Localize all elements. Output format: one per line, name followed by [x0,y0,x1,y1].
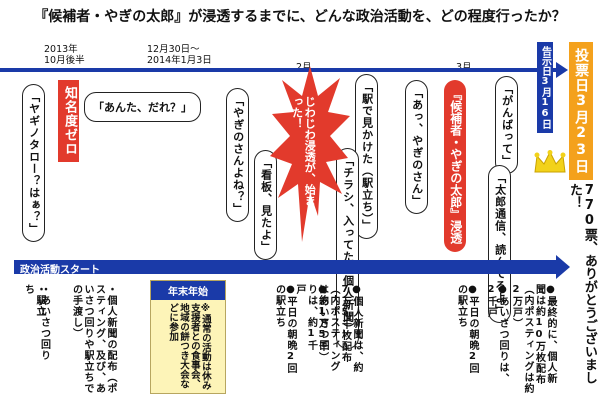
activity-greeting: ・あいさつ回り [38,284,50,361]
bubble-yaginotaro: 「ヤギノタロー？はぁ？」 [22,84,45,242]
awareness-zero-label: 知名度ゼロ [58,80,79,162]
date-mar: 3月 [456,62,472,73]
year-end-body: ※通常の活動は休み支援者との食事会、地域の餅つき大会などに参加 [167,303,211,390]
date-2013-year: 2013年 [44,44,78,55]
bubble-kanban: 「看板、見たよ」 [254,150,277,260]
date-2013-oct: 2013年 10月後半 [44,44,85,66]
activity-newsletter: ・個人新聞の配布（ポスティング、及び、あいさつ回りや駅立ちでの手渡し） [70,284,117,394]
activity-station: ・駅立ち [22,284,46,317]
bubble-aa-yagino: 「あっ、やぎのさん」 [405,80,428,214]
activity-station-final: ●平日の朝晩2回の駅立ち [455,284,479,374]
notice-date-label: 告示日3月16日 [537,42,553,133]
bubble-ganbatte: 「がんばって」 [495,76,518,174]
page-title: 『候補者・やぎの太郎』が浸透するまでに、どんな政治活動を、どの程度行ったか？ [34,9,566,25]
bubble-yagino-san: 「やぎのさんよね？」 [226,88,249,222]
votes-thanks: 770票、ありがとうございました！ [566,183,597,384]
activity-newsletter-final: ●最終的に、個人新聞は約10万枚配布（内ポスティングは約2万戸） [510,284,557,394]
date-newyear-end: 2014年1月3日 [147,55,212,66]
date-newyear: 12月30日～ 2014年1月3日 [147,44,212,66]
top-timeline-arrowhead [556,62,568,78]
activity-greeting-feb: ●あいさつ回りは、約1千戸 [294,284,328,351]
top-timeline [0,68,560,72]
activity-newsletter-feb: ●個人新聞は、約7万5千枚配布（内ポスティングは約1万5千） [316,284,363,373]
bubble-anta: 「あんた、だれ？」 [84,92,201,122]
bubble-taro-tsushin: 「太郎通信、読んでるよ」 [488,165,511,323]
date-newyear-start: 12月30日～ [147,44,200,55]
activity-timeline [14,260,558,274]
bubble-eki: 「駅で見かけた（駅立ち）」 [355,74,378,239]
year-end-heading: 年末年始 [151,281,225,300]
activity-greeting-final: ●あいさつ回りは、2千戸 [485,284,509,384]
date-feb: 2月 [296,62,312,73]
burst-text: じわじわ浸透が、始まった！ [290,96,317,206]
year-end-box: 年末年始 ※通常の活動は休み支援者との食事会、地域の餅つき大会などに参加 [150,280,226,394]
activity-station-feb: ●平日の朝晩2回の駅立ち [273,284,297,374]
date-2013-month: 10月後半 [44,55,85,66]
crown-icon [534,150,566,173]
penetration-label: 『候補者・やぎの太郎』浸透 [444,80,466,252]
election-day-label: 投票日3月23日 [569,42,594,180]
activity-timeline-arrowhead [556,255,570,279]
activity-start-label: 政治活動スタート [20,265,100,276]
bubble-chirashi: 「チラシ、入ってた（個人新聞）」 [336,148,359,349]
starburst-shape [270,66,350,242]
